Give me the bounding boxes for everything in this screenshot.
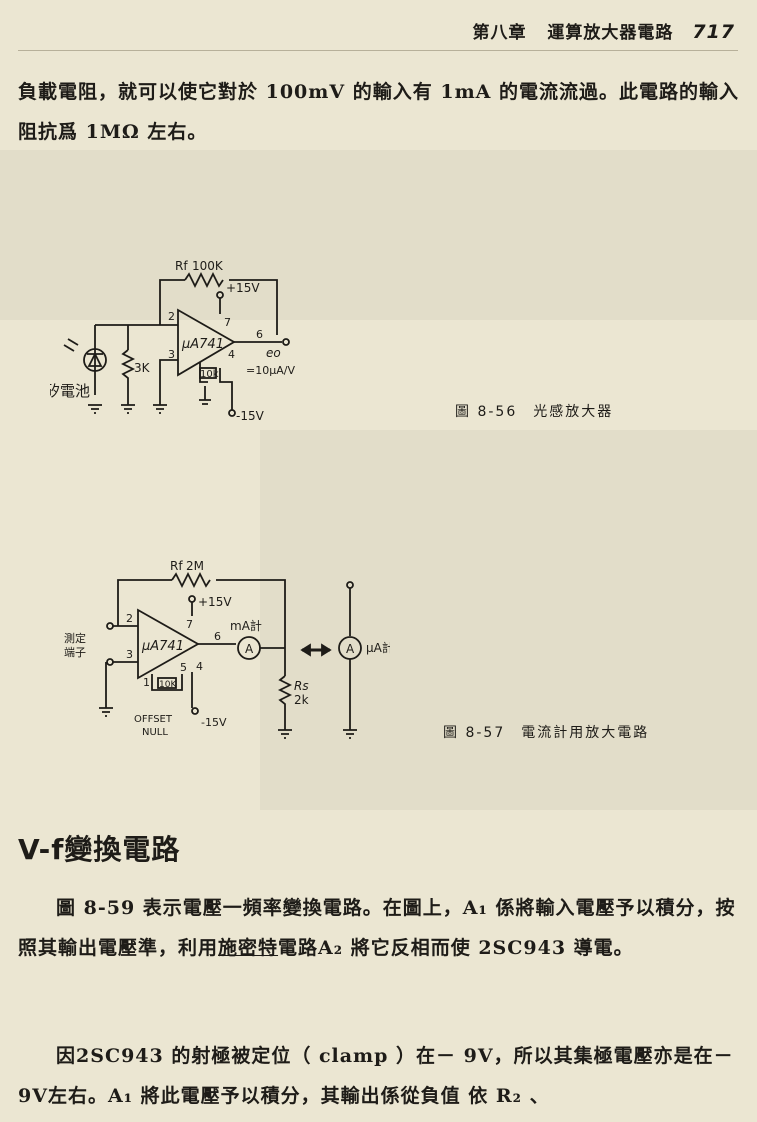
fig2-rf-value: 2M: [186, 559, 204, 573]
chapter-section: 運算放大器電路: [547, 23, 674, 43]
fig2-offset-wire: [151, 674, 183, 691]
fig2-feedback-wire-right: [216, 579, 286, 648]
fig2-pin2: 2: [126, 612, 133, 625]
chapter-label: 第八章: [472, 23, 527, 43]
show-through: [260, 430, 757, 810]
fig2-rs-value: 2k: [294, 693, 309, 707]
fig1-ground-3: [153, 404, 167, 414]
fig1-trim-label: 10k: [200, 369, 219, 380]
fig2-pin7: 7: [186, 618, 193, 631]
fig2-pin1: 1: [143, 676, 150, 689]
fig2-rs-resistor: [277, 675, 293, 730]
fig1-pin6: 6: [256, 328, 263, 341]
fig1-vplus-label: +15V: [226, 281, 260, 295]
fig2-ma-meter-label: mA計: [230, 618, 262, 633]
fig2-ua-top-terminal: [346, 581, 354, 589]
fig2-feedback-wire-left: [117, 579, 172, 626]
fig1-output-terminal: [282, 338, 290, 346]
fig2-rs-symbol: Rs: [294, 679, 309, 693]
fig2-ma-meter-letter: A: [245, 642, 254, 656]
fig2-vminus-label: -15V: [201, 716, 227, 729]
running-header: 第八章 運算放大器電路 717: [472, 18, 735, 43]
show-through: [0, 150, 757, 320]
paragraph-2-text-a: 圖 8-59 表示電壓一頻率變換電路。在圖上，A₁ 係將輸入電壓予以積分，按照其…: [18, 897, 736, 959]
paragraph-2-underlined: 施密特: [218, 937, 279, 959]
fig1-3k-resistor: [120, 349, 136, 405]
fig2-ua-meter-label: μA計: [366, 640, 390, 655]
fig1-pin7: 7: [224, 316, 231, 329]
fig2-feedback-resistor: [171, 571, 211, 589]
fig1-output-scale: =10μA/V: [246, 364, 295, 377]
fig2-pin5: 5: [180, 661, 187, 674]
fig1-pin4: 4: [228, 348, 235, 361]
fig2-vminus-terminal: [191, 707, 199, 715]
fig1-ground-2: [121, 404, 135, 414]
fig1-feedback-wire-right: [229, 279, 278, 335]
fig1-pin2: 2: [168, 310, 175, 323]
fig1-ground-1: [88, 404, 102, 414]
fig1-rf-symbol: Rf: [175, 259, 188, 273]
figure-8-57-schematic: Rf 2M +15V μA741 2 3 7 6 4 5 1 10K mA計 A…: [64, 559, 390, 739]
paragraph-3: 因2SC943 的射極被定位（ clamp ）在－ 9V，所以其集極電壓亦是在－…: [18, 1045, 734, 1107]
fig2-chip-label: μA741: [141, 639, 184, 654]
fig1-light-rays: [63, 338, 79, 352]
fig1-pin3: 3: [168, 348, 175, 361]
fig1-photodiode-symbol: [87, 351, 103, 367]
fig2-offset-label-1: OFFSET: [134, 714, 173, 725]
fig2-trim-label: 10K: [159, 680, 177, 690]
fig2-offset-label-2: NULL: [142, 727, 168, 738]
fig1-rf-value: 100K: [192, 259, 224, 273]
fig2-pin3: 3: [126, 648, 133, 661]
fig1-opamp-triangle: [177, 308, 236, 377]
fig2-vplus-terminal: [188, 595, 196, 603]
section-title: V-f變換電路: [18, 833, 181, 866]
figure-8-57-caption: 圖 8-57 電流計用放大電路: [443, 725, 650, 741]
paragraph-2-text-b: 電路A₂ 將它反相而使 2SC943 導電。: [278, 937, 634, 959]
fig1-feedback-wire-left: [159, 279, 185, 325]
fig2-terminal-label-1: 測定: [64, 631, 86, 645]
fig1-vminus-wire: [219, 368, 233, 410]
fig1-ground-4: [199, 399, 211, 405]
fig1-photodiode-circle: [83, 348, 107, 372]
fig2-terminal-top: [106, 622, 114, 630]
fig2-ground-rs: [278, 729, 292, 739]
fig1-trim-box: [199, 367, 217, 379]
fig2-terminal-label-2: 端子: [64, 646, 86, 659]
paragraph-2: 圖 8-59 表示電壓一頻率變換電路。在圖上，A₁ 係將輸入電壓予以積分，按照其…: [18, 888, 740, 968]
fig1-photocell-label: 矽電池: [50, 382, 90, 400]
fig2-terminal-bottom: [106, 658, 114, 666]
fig2-pin6: 6: [214, 630, 221, 643]
fig1-noninverting-wire: [159, 359, 178, 405]
header-rule: [18, 50, 738, 51]
fig1-vplus-terminal: [216, 291, 224, 299]
fig2-ua-meter-letter: A: [346, 642, 355, 656]
figure-8-56-schematic: Rf 100K +15V μA741 2 3 4 6 7 3K 10k eo =…: [50, 259, 295, 423]
fig1-chip-label: μA741: [181, 337, 224, 352]
fig1-3k-label: 3K: [134, 361, 151, 375]
page-number: 717: [692, 21, 735, 43]
fig2-vplus-label: +15V: [198, 595, 232, 609]
fig2-trim-box: [157, 677, 177, 689]
fig1-feedback-resistor: [184, 271, 224, 289]
fig1-vminus-terminal: [228, 409, 236, 417]
figure-8-56-caption: 圖 8-56 光感放大器: [455, 404, 614, 420]
fig2-arrow-heads: [300, 643, 332, 657]
fig1-output-symbol: eo: [266, 346, 281, 360]
paragraph-1: 負載電阻，就可以使它對於 100mV 的輸入有 1mA 的電流流過。此電路的輸入…: [18, 81, 740, 143]
fig2-rf-symbol: Rf: [170, 559, 183, 573]
fig1-vminus-label: -15V: [236, 409, 265, 423]
fig2-ground-ua: [343, 729, 357, 739]
fig2-ground-in: [99, 707, 113, 717]
fig2-opamp-triangle: [137, 608, 200, 680]
fig2-pin4: 4: [196, 660, 203, 673]
